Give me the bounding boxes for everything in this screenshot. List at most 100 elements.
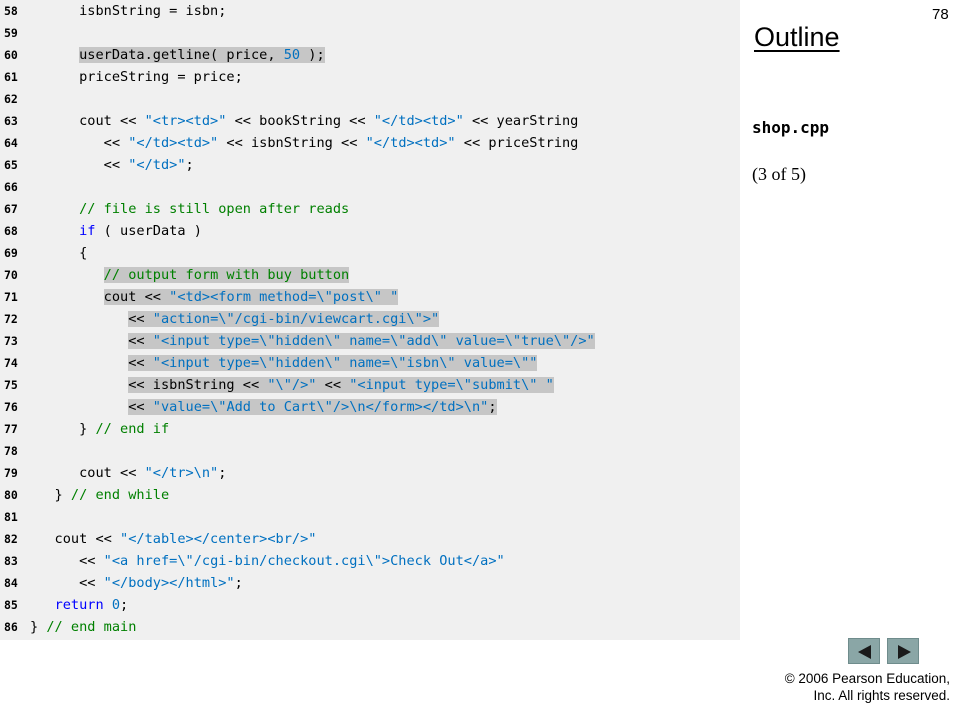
code-token: << bbox=[128, 355, 153, 371]
code-line: 66 bbox=[0, 176, 740, 198]
line-number: 60 bbox=[4, 48, 18, 62]
code-token: ; bbox=[234, 575, 243, 591]
code-text: << isbnString << "\"/>" << "<input type=… bbox=[30, 374, 554, 396]
code-token: "<input type=\"submit\" " bbox=[349, 377, 554, 393]
code-token bbox=[30, 333, 128, 349]
code-token: userData.getline( price, bbox=[79, 47, 284, 63]
code-token: << bbox=[30, 553, 104, 569]
code-token bbox=[30, 223, 79, 239]
code-text: << "<input type=\"hidden\" name=\"isbn\"… bbox=[30, 352, 538, 374]
line-number: 81 bbox=[4, 510, 18, 524]
code-token bbox=[30, 201, 79, 217]
line-number: 77 bbox=[4, 422, 18, 436]
code-token: { bbox=[30, 245, 88, 261]
code-token bbox=[30, 289, 104, 305]
code-token: cout << bbox=[103, 289, 170, 305]
code-text: { bbox=[30, 242, 87, 264]
code-text: // output form with buy button bbox=[30, 264, 350, 286]
code-text: return 0; bbox=[30, 594, 129, 616]
line-number: 76 bbox=[4, 400, 18, 414]
code-token: "<td><form method=\"post\" " bbox=[169, 289, 399, 305]
code-line: 63 cout << "<tr><td>" << bookString << "… bbox=[0, 110, 740, 132]
code-line: 80 } // end while bbox=[0, 484, 740, 506]
code-line: 69 { bbox=[0, 242, 740, 264]
code-line: 64 << "</td><td>" << isbnString << "</td… bbox=[0, 132, 740, 154]
code-token bbox=[30, 267, 104, 283]
code-line: 67 // file is still open after reads bbox=[0, 198, 740, 220]
code-token: if bbox=[79, 223, 96, 239]
code-token: } bbox=[30, 421, 96, 437]
code-text: << "<a href=\"/cgi-bin/checkout.cgi\">Ch… bbox=[30, 550, 505, 572]
code-text: } // end while bbox=[30, 484, 170, 506]
code-line: 83 << "<a href=\"/cgi-bin/checkout.cgi\"… bbox=[0, 550, 740, 572]
line-number: 80 bbox=[4, 488, 18, 502]
code-token: << bbox=[30, 135, 129, 151]
code-text: if ( userData ) bbox=[30, 220, 202, 242]
code-token: // end while bbox=[70, 487, 170, 503]
code-text: cout << "</tr>\n"; bbox=[30, 462, 226, 484]
code-line: 70 // output form with buy button bbox=[0, 264, 740, 286]
code-token: cout << bbox=[30, 113, 145, 129]
code-token: << bbox=[128, 333, 153, 349]
code-line: 77 } // end if bbox=[0, 418, 740, 440]
code-line: 65 << "</td>"; bbox=[0, 154, 740, 176]
code-token: ; bbox=[218, 465, 227, 481]
line-number: 59 bbox=[4, 26, 18, 40]
code-text: << "value=\"Add to Cart\"/>\n</form></td… bbox=[30, 396, 497, 418]
code-text: cout << "<td><form method=\"post\" " bbox=[30, 286, 399, 308]
code-text: } // end main bbox=[30, 616, 136, 638]
code-token bbox=[30, 377, 128, 393]
code-token: "</body></html>" bbox=[103, 575, 235, 591]
code-token bbox=[30, 47, 79, 63]
left-arrow-icon bbox=[858, 645, 871, 659]
code-token: "</td><td>" bbox=[373, 113, 464, 129]
code-text: isbnString = isbn; bbox=[30, 0, 226, 22]
line-number: 75 bbox=[4, 378, 18, 392]
code-line: 86 } // end main bbox=[0, 616, 740, 638]
outline-title[interactable]: Outline bbox=[754, 22, 840, 52]
code-line: 62 bbox=[0, 88, 740, 110]
code-token: ); bbox=[300, 47, 325, 63]
code-line: 61 priceString = price; bbox=[0, 66, 740, 88]
code-token bbox=[30, 597, 55, 613]
code-token: << bookString << bbox=[226, 113, 374, 129]
code-token: << bbox=[128, 311, 153, 327]
code-line: 58 isbnString = isbn; bbox=[0, 0, 740, 22]
line-number: 66 bbox=[4, 180, 18, 194]
code-token: // file is still open after reads bbox=[79, 201, 350, 217]
code-token: "</td><td>" bbox=[365, 135, 456, 151]
code-line: 74 << "<input type=\"hidden\" name=\"isb… bbox=[0, 352, 740, 374]
line-number: 79 bbox=[4, 466, 18, 480]
code-panel: 58 isbnString = isbn; 59 60 userData.getli… bbox=[0, 0, 740, 640]
next-slide-button[interactable] bbox=[887, 638, 919, 664]
code-token: "</table></center><br/>" bbox=[120, 531, 317, 547]
code-token: << bbox=[316, 377, 350, 393]
code-token: "<a href=\"/cgi-bin/checkout.cgi\">Check… bbox=[103, 553, 505, 569]
code-token: ; bbox=[185, 157, 194, 173]
file-name: shop.cpp bbox=[752, 118, 830, 137]
code-token: } bbox=[30, 487, 71, 503]
line-number: 82 bbox=[4, 532, 18, 546]
code-token: << priceString bbox=[455, 135, 579, 151]
line-number: 78 bbox=[4, 444, 18, 458]
code-text: } // end if bbox=[30, 418, 169, 440]
code-line: 78 bbox=[0, 440, 740, 462]
code-line: 71 cout << "<td><form method=\"post\" " bbox=[0, 286, 740, 308]
line-number: 69 bbox=[4, 246, 18, 260]
code-token bbox=[104, 597, 112, 613]
previous-slide-button[interactable] bbox=[848, 638, 880, 664]
code-token: cout << bbox=[30, 465, 145, 481]
code-token: << bbox=[30, 575, 104, 591]
code-text: << "<input type=\"hidden\" name=\"add\" … bbox=[30, 330, 595, 352]
line-number: 70 bbox=[4, 268, 18, 282]
code-line: 79 cout << "</tr>\n"; bbox=[0, 462, 740, 484]
code-token: 50 bbox=[283, 47, 301, 63]
line-number: 58 bbox=[4, 4, 18, 18]
code-token: "action=\"/cgi-bin/viewcart.cgi\">" bbox=[152, 311, 440, 327]
right-arrow-icon bbox=[898, 645, 911, 659]
code-token: priceString = price; bbox=[30, 69, 243, 85]
code-line: 59 bbox=[0, 22, 740, 44]
line-number: 65 bbox=[4, 158, 18, 172]
code-text: cout << "<tr><td>" << bookString << "</t… bbox=[30, 110, 578, 132]
line-number: 86 bbox=[4, 620, 18, 634]
